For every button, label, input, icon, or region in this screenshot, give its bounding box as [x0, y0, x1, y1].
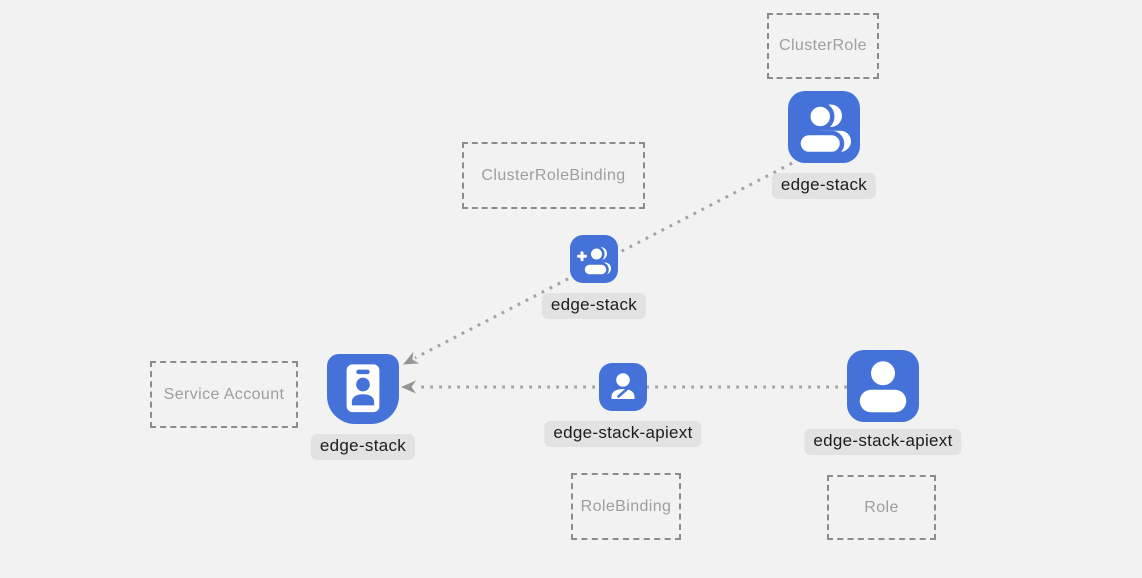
node-label-role: edge-stack-apiext: [804, 429, 962, 455]
users-icon: [796, 102, 851, 157]
node-label-clusterrole: edge-stack: [771, 173, 877, 199]
type-box-serviceaccount-label: Service Account: [163, 385, 285, 403]
node-serviceaccount[interactable]: [327, 354, 399, 424]
id-badge-icon: [346, 364, 380, 413]
node-clusterrole[interactable]: [788, 91, 860, 163]
type-box-clusterrole: ClusterRole: [767, 13, 879, 79]
type-box-rolebinding: RoleBinding: [571, 473, 681, 540]
type-box-role-label: Role: [864, 498, 899, 516]
node-label-clusterrolebinding: edge-stack: [541, 293, 647, 319]
node-rolebinding[interactable]: [599, 363, 647, 411]
type-box-serviceaccount: Service Account: [150, 361, 298, 428]
type-box-role: Role: [827, 475, 936, 540]
type-box-clusterrolebinding: ClusterRoleBinding: [462, 142, 645, 209]
type-box-clusterrolebinding-label: ClusterRoleBinding: [481, 166, 626, 184]
node-clusterrolebinding[interactable]: [570, 235, 618, 283]
node-role[interactable]: [847, 350, 919, 422]
type-box-rolebinding-label: RoleBinding: [580, 497, 672, 515]
user-add-icon: [577, 245, 611, 277]
user-edit-icon: [611, 373, 635, 399]
node-label-rolebinding: edge-stack-apiext: [544, 421, 702, 447]
user-icon: [859, 361, 907, 413]
type-box-clusterrole-label: ClusterRole: [779, 37, 867, 54]
arrowhead-role-edge: [401, 380, 416, 394]
node-label-serviceaccount: edge-stack: [310, 434, 416, 460]
arrowhead-clusterrole-edge: [403, 351, 420, 365]
